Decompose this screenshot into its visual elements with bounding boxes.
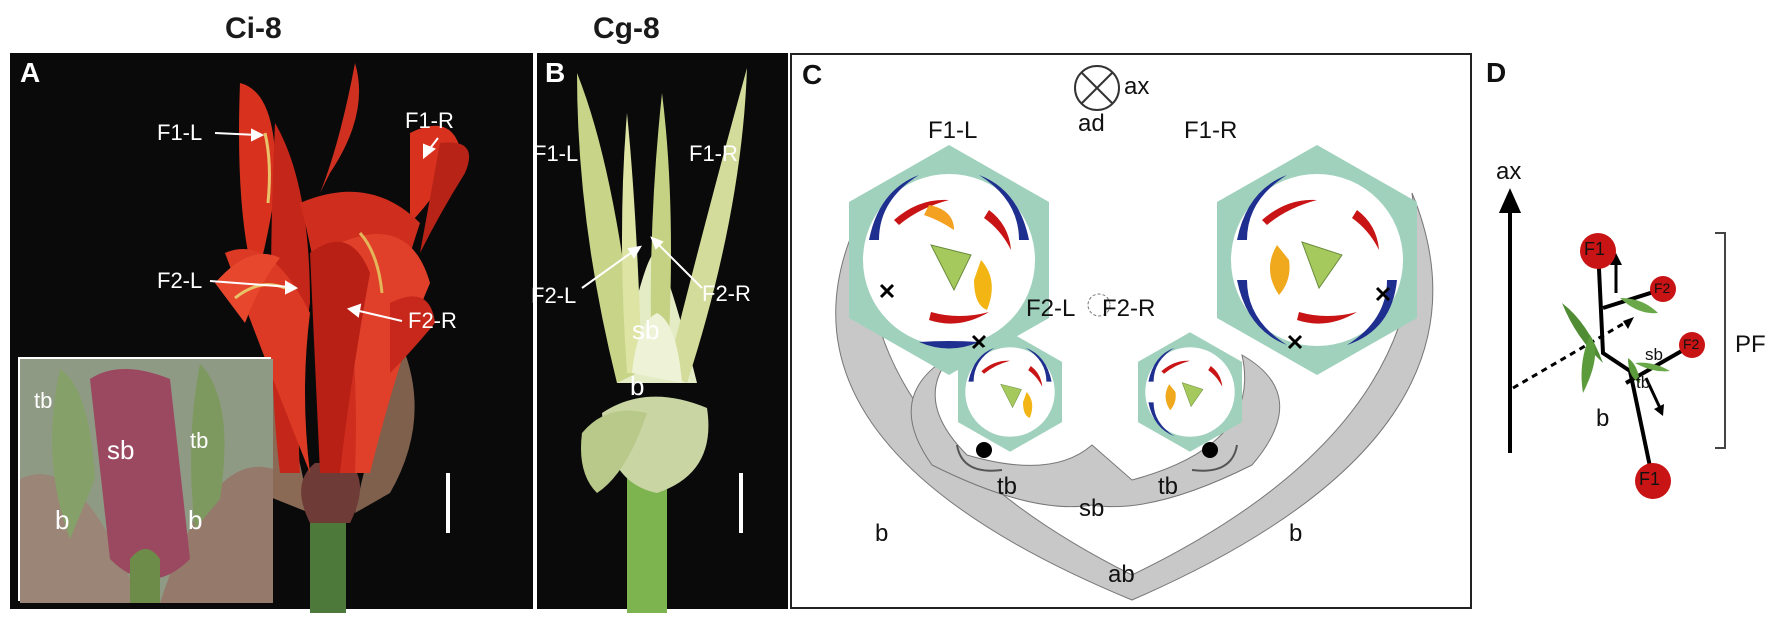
inset-bract-illustration — [20, 359, 273, 603]
panel-c-label: C — [802, 59, 823, 90]
label-f2-l: F2-L — [531, 283, 577, 308]
label-f2-r: F2-R — [702, 281, 751, 306]
label-f1-top: F1 — [1584, 239, 1606, 259]
label-b-right: b — [1289, 520, 1303, 547]
panel-divider — [533, 53, 537, 609]
label-f2-l: F2-L — [1026, 295, 1076, 322]
inset-label-b-left: b — [55, 505, 70, 535]
panel-d-schematic: D ax F1 F2 F2 F1 sb tb b PF — [1478, 53, 1778, 609]
label-f1-r: F1-R — [1184, 117, 1238, 144]
floral-diagram-svg — [835, 65, 1434, 601]
label-sb: sb — [1079, 495, 1105, 522]
label-f2-r: F2-R — [1102, 295, 1156, 322]
label-f1-bottom: F1 — [1639, 469, 1661, 489]
label-ax: ax — [1124, 73, 1150, 100]
label-f2-top: F2 — [1654, 280, 1671, 296]
label-ad: ad — [1078, 110, 1105, 137]
panel-c-floral-diagram: C ax ad F1-L F1-R F2-L F2-R tb tb sb b b… — [790, 53, 1472, 609]
label-pf: PF — [1735, 331, 1766, 358]
panel-d-label: D — [1486, 57, 1507, 88]
label-f1-l: F1-L — [157, 120, 203, 145]
axis-symbol — [1074, 65, 1120, 111]
scale-bar-b — [739, 473, 743, 533]
panel-b-photo: B F1-L F1-R F2-L F2-R sb b — [531, 53, 788, 613]
label-tb-right: tb — [1158, 473, 1179, 500]
panel-b-label: B — [545, 57, 566, 88]
label-f2-l: F2-L — [157, 268, 203, 293]
flower-f1-l — [849, 145, 1049, 375]
panel-a-photo: A F1-L F1-R F2-L F2-R tb tb sb b b — [10, 53, 533, 613]
label-sb: sb — [1645, 345, 1663, 364]
label-ax: ax — [1496, 158, 1522, 185]
title-cg-8: Cg-8 — [593, 12, 660, 45]
canna-pale-flower-illustration — [577, 68, 747, 613]
label-f2-bottom: F2 — [1683, 336, 1700, 352]
inset-closeup — [18, 357, 273, 603]
flower-f2-r — [1138, 332, 1242, 452]
flower-f2-l — [958, 332, 1062, 452]
inflorescence-schematic-svg — [1498, 188, 1726, 499]
scale-bar-a — [446, 473, 450, 533]
label-f1-r: F1-R — [689, 141, 738, 166]
label-b: b — [1596, 405, 1610, 432]
label-tb-left: tb — [997, 473, 1018, 500]
inset-label-sb: sb — [107, 435, 135, 465]
label-f1-l: F1-L — [928, 117, 978, 144]
inset-label-tb-right: tb — [190, 428, 209, 453]
panel-a-label: A — [20, 57, 41, 88]
flower-f1-r — [1217, 145, 1417, 375]
label-b: b — [630, 371, 645, 401]
label-b-left: b — [875, 520, 889, 547]
title-ci-8: Ci-8 — [225, 12, 282, 45]
inset-label-b-right: b — [188, 505, 203, 535]
label-ab: ab — [1108, 561, 1135, 588]
label-f2-r: F2-R — [408, 308, 457, 333]
canna-red-flower-illustration — [59, 63, 470, 613]
label-f1-r: F1-R — [405, 108, 454, 133]
label-tb: tb — [1636, 373, 1651, 392]
inset-label-tb-left: tb — [34, 388, 53, 413]
label-sb: sb — [632, 315, 660, 345]
label-f1-l: F1-L — [533, 141, 579, 166]
